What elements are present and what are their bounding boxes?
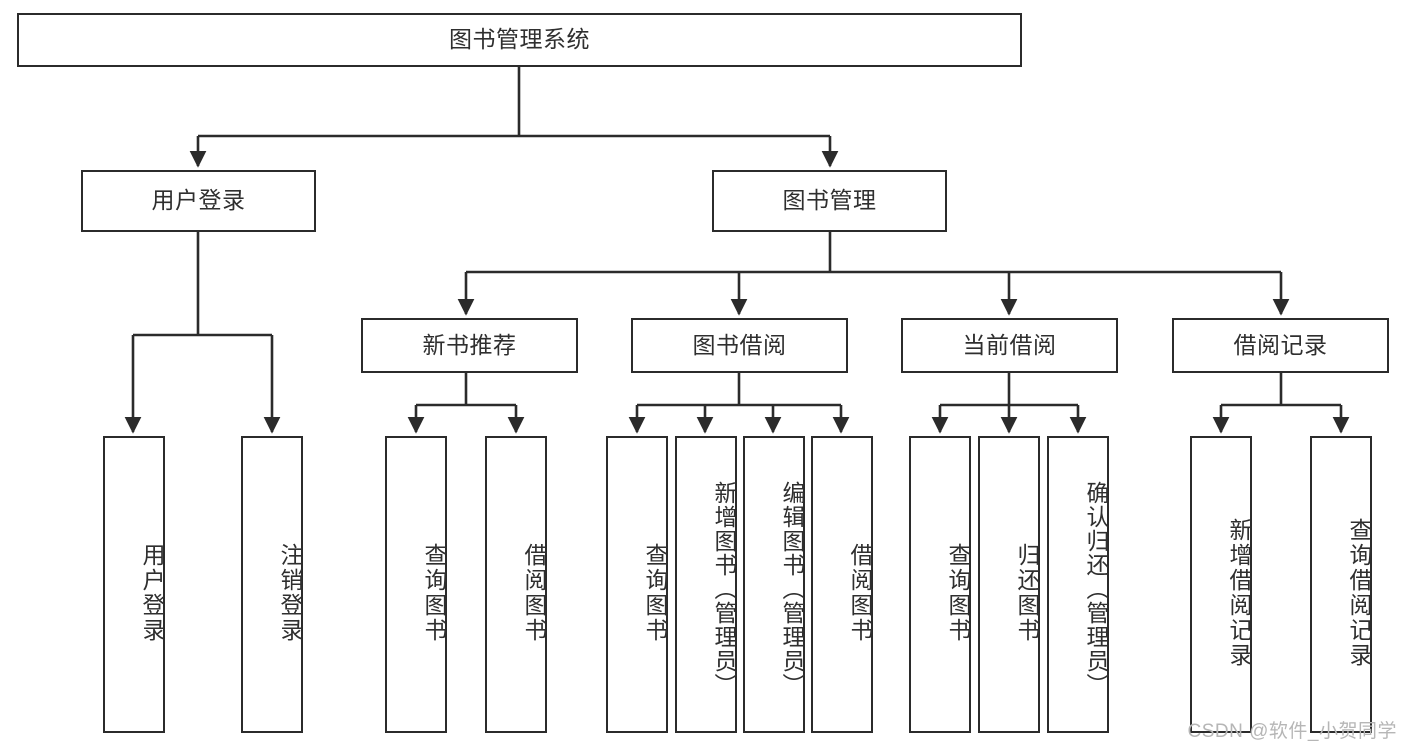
node-leaf-query-book-newbook[interactable]: 查询图书 bbox=[385, 436, 447, 733]
node-current-borrow[interactable]: 当前借阅 bbox=[901, 318, 1118, 373]
node-user-login[interactable]: 用户登录 bbox=[81, 170, 316, 232]
node-label: 注销登录 bbox=[277, 542, 303, 643]
node-borrow-record[interactable]: 借阅记录 bbox=[1172, 318, 1389, 373]
node-label: 当前借阅 bbox=[962, 331, 1057, 358]
csdn-watermark: CSDN @软件_小贺同学 bbox=[1187, 721, 1397, 742]
node-leaf-add-book-admin[interactable]: 新增图书（管理员） bbox=[675, 436, 737, 733]
node-leaf-query-book-current[interactable]: 查询图书 bbox=[909, 436, 971, 733]
node-leaf-user-login[interactable]: 用户登录 bbox=[103, 436, 165, 733]
node-label: 借阅图书 bbox=[847, 542, 873, 643]
node-leaf-edit-book-admin[interactable]: 编辑图书（管理员） bbox=[743, 436, 805, 733]
node-label: 查询借阅记录 bbox=[1346, 517, 1372, 668]
node-label: 查询图书 bbox=[642, 542, 668, 643]
node-leaf-borrow-book-newbook[interactable]: 借阅图书 bbox=[485, 436, 547, 733]
node-root-system[interactable]: 图书管理系统 bbox=[17, 13, 1022, 67]
node-label: 图书管理系统 bbox=[449, 26, 590, 53]
node-label: 新增借阅记录 bbox=[1226, 517, 1252, 668]
node-leaf-query-book-borrow[interactable]: 查询图书 bbox=[606, 436, 668, 733]
node-label: 新增图书（管理员） bbox=[711, 480, 737, 697]
node-label: 用户登录 bbox=[139, 542, 165, 643]
node-label: 借阅图书 bbox=[521, 542, 547, 643]
node-book-management[interactable]: 图书管理 bbox=[712, 170, 947, 232]
node-leaf-logout[interactable]: 注销登录 bbox=[241, 436, 303, 733]
node-label: 图书管理 bbox=[782, 187, 877, 214]
node-label: 新书推荐 bbox=[422, 331, 517, 358]
node-leaf-query-borrow-record[interactable]: 查询借阅记录 bbox=[1310, 436, 1372, 733]
node-label: 用户登录 bbox=[151, 187, 246, 214]
node-book-borrow[interactable]: 图书借阅 bbox=[631, 318, 848, 373]
node-label: 查询图书 bbox=[421, 542, 447, 643]
node-label: 编辑图书（管理员） bbox=[779, 480, 805, 697]
node-label: 借阅记录 bbox=[1233, 331, 1328, 358]
node-leaf-confirm-return-admin[interactable]: 确认归还（管理员） bbox=[1047, 436, 1109, 733]
node-leaf-return-book[interactable]: 归还图书 bbox=[978, 436, 1040, 733]
node-label: 归还图书 bbox=[1014, 542, 1040, 643]
node-new-book-recommendation[interactable]: 新书推荐 bbox=[361, 318, 578, 373]
node-leaf-add-borrow-record[interactable]: 新增借阅记录 bbox=[1190, 436, 1252, 733]
node-label: 确认归还（管理员） bbox=[1083, 480, 1109, 697]
node-label: 图书借阅 bbox=[692, 331, 787, 358]
node-label: 查询图书 bbox=[945, 542, 971, 643]
node-leaf-borrow-book[interactable]: 借阅图书 bbox=[811, 436, 873, 733]
